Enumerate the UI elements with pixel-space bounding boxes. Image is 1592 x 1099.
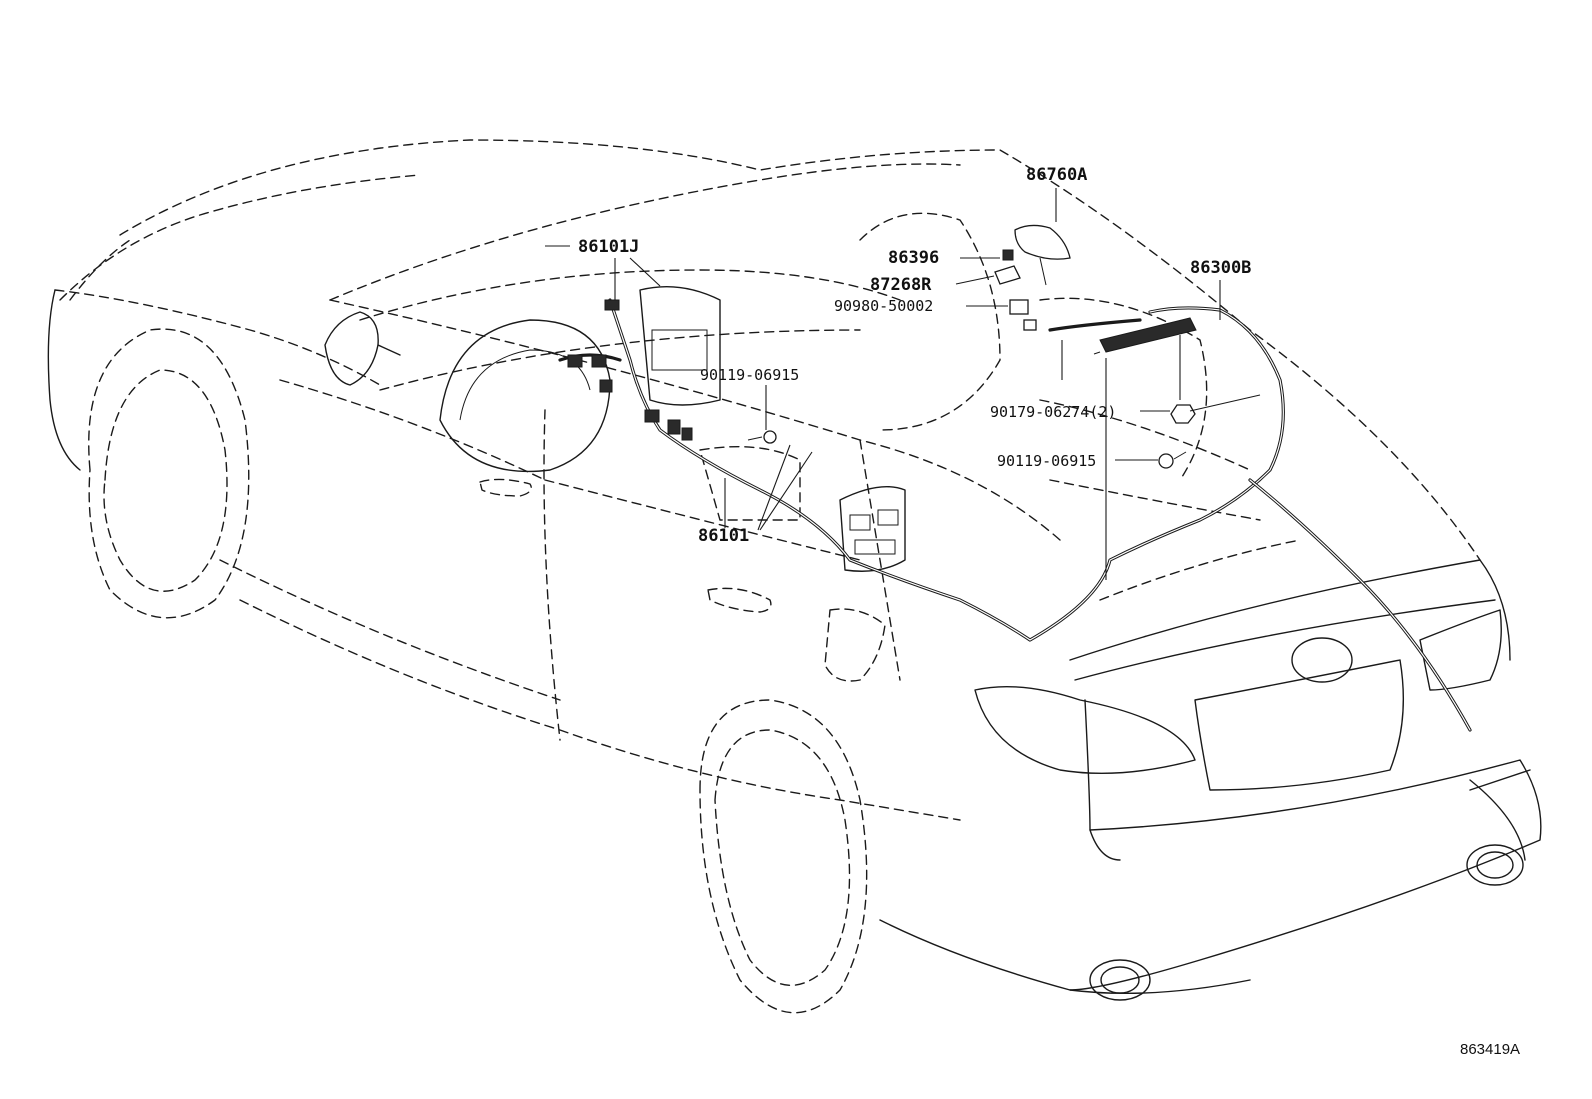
antenna-harness (558, 298, 1472, 732)
label-86396: 86396 (888, 248, 939, 268)
label-86760a: 86760A (1026, 165, 1087, 185)
exhaust-tips-left (1089, 959, 1151, 1001)
steering-wheel (439, 319, 611, 473)
door-handle-rear (707, 587, 772, 613)
leader-lines (545, 188, 1261, 580)
bolt-lower[interactable] (1158, 451, 1187, 469)
front-wheel (88, 328, 250, 619)
rear-lamp-right (1419, 609, 1502, 691)
label-86300b: 86300B (1190, 258, 1251, 278)
label-nut-90179: 90179-06274(2) (990, 403, 1116, 421)
holder-87268r[interactable] (994, 265, 1021, 285)
figure-reference: 863419A (1460, 1041, 1520, 1058)
car-body-outline (47, 139, 1542, 1014)
clip-86396[interactable] (1002, 249, 1014, 261)
exhaust-tips-right (1466, 844, 1524, 886)
label-bolt-lower: 90119-06915 (997, 452, 1096, 470)
interior-outline (359, 212, 1301, 601)
side-mirror (324, 311, 401, 386)
label-86101j: 86101J (578, 237, 639, 257)
rear-lamp-left (974, 685, 1196, 775)
antenna-amplifier[interactable] (1093, 317, 1197, 355)
bolt-upper[interactable] (747, 430, 777, 444)
label-bolt-upper: 90119-06915 (700, 366, 799, 384)
label-87268r: 87268R (870, 275, 932, 295)
rear-emblem (1291, 637, 1353, 683)
rear-wheel (699, 699, 868, 1014)
label-90980-50002: 90980-50002 (834, 297, 933, 315)
connector-90980-50002[interactable] (1009, 299, 1037, 331)
nut-90179[interactable] (1170, 404, 1196, 424)
roof-antenna-assy[interactable] (1014, 224, 1071, 286)
label-86101: 86101 (698, 526, 749, 546)
rear-console-vent (839, 485, 906, 572)
door-handle-front (479, 478, 532, 497)
callout-labels: 86760A 86101J 86396 87268R 90980-50002 8… (578, 165, 1520, 1058)
